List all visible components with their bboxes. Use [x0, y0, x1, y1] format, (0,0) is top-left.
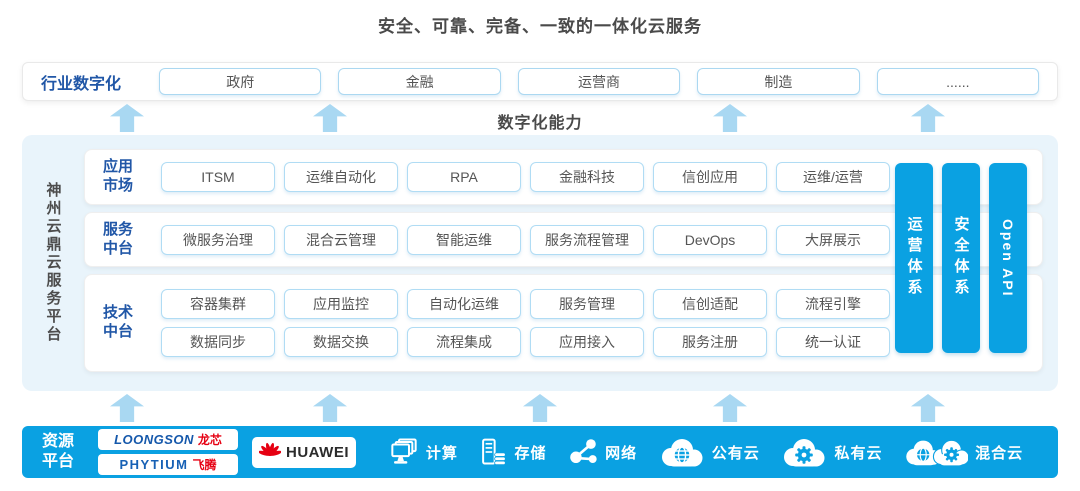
huawei-brand: HUAWEI [286, 443, 349, 461]
chip-fintech: 金融科技 [530, 162, 644, 192]
chip-intelligent-ops: 智能运维 [407, 224, 521, 255]
resource-label: 资源平台 [41, 433, 74, 470]
industry-row-label: 行业数字化 [41, 75, 122, 93]
resource-items: 计算 存储 [378, 437, 1034, 467]
chip-app-monitoring: 应用监控 [284, 289, 398, 319]
chip-ops-operation: 运维/运营 [776, 162, 890, 192]
loongson-cn: 龙芯 [197, 433, 222, 447]
chip-data-exchange: 数据交换 [284, 327, 398, 357]
up-arrow-icon [110, 394, 144, 422]
pillar-operations-system: 运营体系 [895, 163, 933, 353]
row-app-market: 应用市场 ITSM 运维自动化 RPA 金融科技 信创应用 运维/运营 [84, 149, 1043, 205]
industry-item-more: ...... [876, 68, 1040, 95]
chip-itsm: ITSM [161, 162, 275, 192]
storage-icon [482, 438, 507, 466]
chip-ops-automation: 运维自动化 [284, 162, 398, 192]
chip-unified-auth: 统一认证 [776, 327, 890, 357]
row-tech-platform: 技术中台 容器集群 应用监控 自动化运维 服务管理 信创适配 流程引擎 数据同步… [84, 274, 1043, 372]
row-tech-platform-label: 技术中台 [102, 304, 133, 340]
chip-service-registry: 服务注册 [653, 327, 767, 357]
pillars: 运营体系 安全体系 Open API [895, 163, 1027, 353]
chip-devops: DevOps [653, 224, 767, 255]
platform-panel: 神州云鼎云服务平台 应用市场 ITSM 运维自动化 RPA 金融科技 信创应用 … [22, 135, 1058, 391]
chip-dashboard-display: 大屏展示 [776, 224, 890, 255]
chip-process-engine: 流程引擎 [776, 289, 890, 319]
resource-item-compute: 计算 [389, 437, 458, 467]
chip-data-sync: 数据同步 [161, 327, 275, 357]
page-title: 安全、可靠、完备、一致的一体化云服务 [378, 17, 702, 36]
pillar-security-system: 安全体系 [942, 163, 980, 353]
chip-process-integration: 流程集成 [407, 327, 521, 357]
industry-item-government: 政府 [159, 68, 322, 95]
public-cloud-icon [661, 439, 703, 467]
chip-xinchuang-adapt: 信创适配 [653, 289, 767, 319]
vendor-phytium: PHYTIUM 飞腾 [98, 454, 238, 475]
chip-app-access: 应用接入 [530, 327, 644, 357]
hybrid-cloud-icon [906, 439, 969, 466]
resource-item-hybrid-cloud: 混合云 [904, 437, 1023, 467]
up-arrow-icon [523, 394, 557, 422]
chip-automated-ops: 自动化运维 [407, 289, 521, 319]
compute-icon [391, 438, 417, 464]
industry-item-manufacturing: 制造 [697, 68, 860, 95]
row-app-market-label: 应用市场 [102, 158, 133, 194]
chip-xinchuang-app: 信创应用 [653, 162, 767, 192]
chip-container-cluster: 容器集群 [161, 289, 275, 319]
vendor-loongson: LOONGSON 龙芯 [98, 429, 238, 450]
chip-hybrid-cloud-mgmt: 混合云管理 [284, 224, 398, 255]
platform-side-label: 神州云鼎云服务平台 [44, 182, 62, 344]
row-service-platform: 服务中台 微服务治理 混合云管理 智能运维 服务流程管理 DevOps 大屏展示 [84, 212, 1043, 267]
resource-bar: 资源平台 LOONGSON 龙芯 PHYTIUM 飞腾 [22, 426, 1058, 478]
loongson-brand: LOONGSON [114, 432, 194, 447]
huawei-logo-icon [259, 442, 281, 456]
platform-rows: 应用市场 ITSM 运维自动化 RPA 金融科技 信创应用 运维/运营 服务中台… [84, 149, 1043, 372]
resource-item-private-cloud: 私有云 [781, 437, 882, 467]
up-arrow-icon [911, 394, 945, 422]
capability-label: 数字化能力 [497, 115, 583, 132]
row-service-platform-label: 服务中台 [102, 220, 133, 257]
industry-item-finance: 金融 [338, 68, 501, 95]
chip-microservice-governance: 微服务治理 [161, 224, 275, 255]
up-arrow-icon [713, 394, 747, 422]
resource-item-storage: 存储 [479, 437, 546, 467]
network-icon [570, 439, 597, 464]
chip-service-process-mgmt: 服务流程管理 [530, 224, 644, 255]
resource-item-public-cloud: 公有云 [659, 437, 760, 467]
up-arrow-icon [313, 394, 347, 422]
pillar-open-api: Open API [989, 163, 1027, 353]
private-cloud-icon [784, 439, 825, 467]
resource-item-network: 网络 [568, 437, 637, 467]
industry-items: 政府 金融 运营商 制造 ...... [159, 68, 1040, 95]
chip-rpa: RPA [407, 162, 521, 192]
vendor-huawei: HUAWEI [252, 436, 356, 468]
chip-service-mgmt: 服务管理 [530, 289, 644, 319]
phytium-brand: PHYTIUM [119, 457, 189, 472]
industry-item-operator: 运营商 [517, 68, 681, 95]
vendor-chips: LOONGSON 龙芯 PHYTIUM 飞腾 [98, 429, 238, 475]
phytium-cn: 飞腾 [192, 458, 217, 472]
industry-row: 行业数字化 政府 金融 运营商 制造 ...... [22, 62, 1058, 101]
